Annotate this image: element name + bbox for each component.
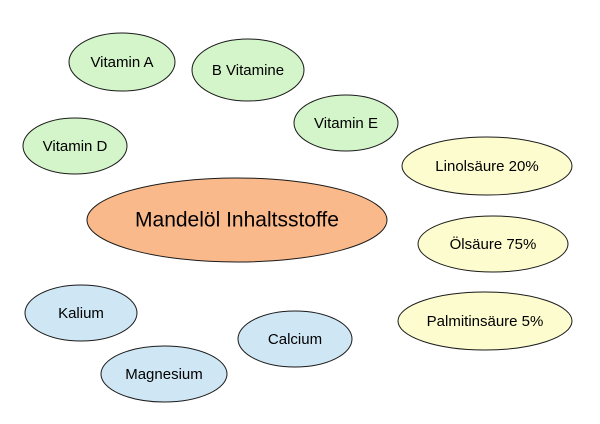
node-magnesium-shape [100, 345, 228, 403]
node-calcium-shape [237, 310, 353, 368]
node-vitamin-e-label: Vitamin E [314, 115, 378, 132]
node-linolsaeure-shape [401, 136, 573, 196]
node-vitamin-e-shape [293, 94, 399, 152]
node-center-shape [86, 177, 388, 263]
node-linolsaeure: Linolsäure 20% [401, 136, 573, 196]
node-linolsaeure-label: Linolsäure 20% [435, 158, 538, 175]
node-kalium-shape [24, 284, 138, 342]
node-magnesium-label: Magnesium [125, 366, 203, 383]
node-oelsaeure-label: Ölsäure 75% [450, 235, 537, 253]
node-center: Mandelöl Inhaltsstoffe [86, 177, 388, 263]
node-palmitinsaeure-label: Palmitinsäure 5% [427, 313, 544, 330]
node-vitamin-a: Vitamin A [68, 32, 176, 92]
node-kalium-label: Kalium [58, 305, 104, 322]
node-b-vitamine: B Vitamine [191, 38, 305, 102]
node-b-vitamine-shape [191, 38, 305, 102]
node-b-vitamine-label: B Vitamine [212, 62, 284, 79]
node-palmitinsaeure-shape [397, 291, 573, 351]
node-palmitinsaeure: Palmitinsäure 5% [397, 291, 573, 351]
node-vitamin-a-shape [68, 32, 176, 92]
node-vitamin-e: Vitamin E [293, 94, 399, 152]
node-vitamin-a-label: Vitamin A [90, 54, 153, 71]
node-kalium: Kalium [24, 284, 138, 342]
node-calcium: Calcium [237, 310, 353, 368]
node-vitamin-d-shape [22, 117, 128, 175]
node-oelsaeure-shape [417, 215, 569, 273]
node-vitamin-d-label: Vitamin D [43, 138, 108, 155]
node-oelsaeure: Ölsäure 75% [417, 215, 569, 273]
node-calcium-label: Calcium [268, 331, 322, 348]
node-vitamin-d: Vitamin D [22, 117, 128, 175]
node-magnesium: Magnesium [100, 345, 228, 403]
node-center-label: Mandelöl Inhaltsstoffe [135, 209, 339, 232]
